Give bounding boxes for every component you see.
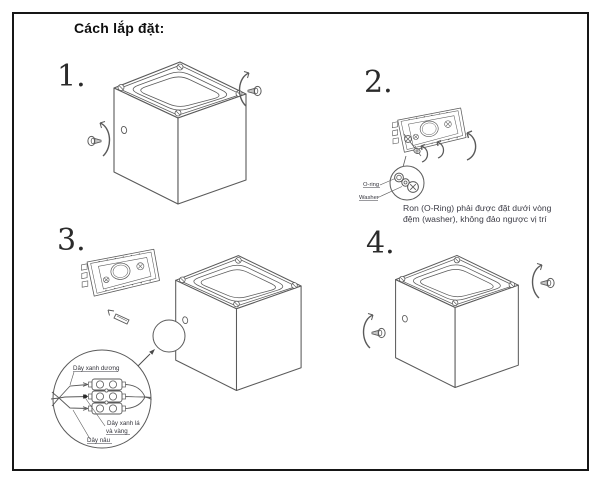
wire-labels: Dây xanh dương Dây xanh lá và vàng Dây n… — [69, 365, 140, 444]
screw-tighten-left-icon — [362, 312, 386, 349]
o-ring-label: O-ring — [363, 182, 379, 188]
wiring-detail-circle: Dây xanh dương Dây xanh lá và vàng Dây n… — [50, 349, 152, 449]
cube-lamp-illustration — [175, 255, 302, 392]
step-4-number: 4. — [366, 226, 395, 261]
screw-tighten-right-icon — [531, 262, 555, 299]
mounting-bracket-illustration — [81, 248, 160, 297]
cube-lamp-illustration — [113, 61, 247, 205]
green-yellow-wire-label-line2: và vàng — [106, 428, 128, 435]
step-2-caption: Ron (O-Ring) phải được đặt dưới vòng đệm… — [403, 203, 588, 226]
sheet-border — [12, 12, 589, 471]
step-2-diagram: O-ring Washer — [359, 107, 477, 201]
zoom-arrow — [137, 349, 155, 367]
step-1-number: 1. — [57, 59, 86, 94]
page-title: Cách lắp đặt: — [74, 20, 165, 36]
wires-right — [125, 384, 152, 409]
step-1-diagram — [87, 61, 262, 205]
o-ring-icon — [394, 172, 404, 183]
screw-pin-icon — [107, 309, 130, 325]
step-4-diagram — [362, 254, 555, 389]
washer-label: Washer — [359, 195, 379, 201]
cube-lamp-illustration — [395, 254, 519, 389]
step-3-number: 3. — [57, 223, 86, 258]
terminal-block-icon — [88, 378, 126, 415]
exploded-screw-washer — [403, 133, 422, 157]
caption-line-2: đệm (washer), không đảo ngược vị trí — [403, 214, 547, 225]
screw-unscrew-left-icon — [87, 120, 111, 157]
blue-wire-label: Dây xanh dương — [73, 365, 120, 372]
brown-wire-label: Dây nâu — [87, 437, 111, 444]
o-ring-detail-circle — [389, 165, 425, 201]
part-labels: O-ring Washer — [359, 178, 403, 201]
caption-line-1: Ron (O-Ring) phải được đặt dưới vòng — [403, 203, 552, 213]
rotation-arrow-icons — [420, 130, 477, 163]
detail-leader-line — [402, 155, 407, 168]
zoom-source-circle — [152, 319, 186, 353]
step-2-number: 2. — [364, 65, 393, 100]
green-yellow-wire-label-line1: Dây xanh lá — [107, 420, 140, 427]
mounting-bracket-illustration — [391, 107, 467, 153]
wire-terminal-dot — [83, 394, 87, 399]
step-3-diagram: Dây xanh dương Dây xanh lá và vàng Dây n… — [50, 248, 302, 449]
